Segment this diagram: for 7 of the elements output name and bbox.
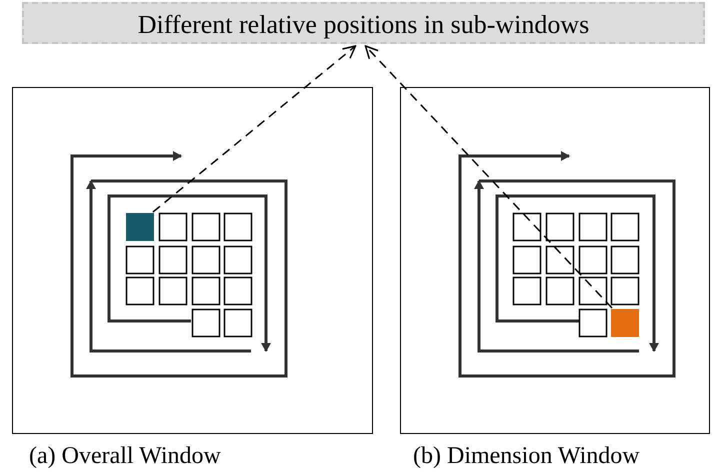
- window-caption: (b) Dimension Window: [413, 443, 640, 470]
- title-band: [22, 2, 705, 44]
- window-caption: (a) Overall Window: [29, 443, 221, 470]
- highlighted-cell: [126, 213, 154, 241]
- heading-text: Different relative positions in sub-windows: [136, 10, 590, 40]
- highlighted-cell: [611, 309, 639, 337]
- dashed-arrow: [152, 45, 356, 213]
